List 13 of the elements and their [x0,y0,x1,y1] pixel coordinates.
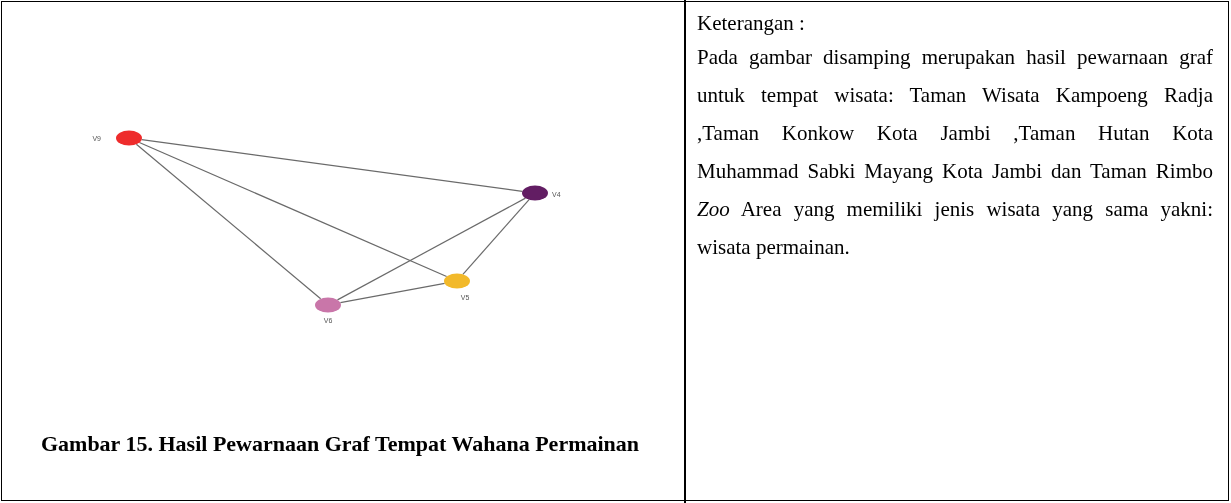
heading: Keterangan : [697,10,805,37]
graph-edge [336,197,527,301]
vertex [315,297,341,313]
description-text: Pada gambar disamping merupakan hasil pewarnaan graf untuk tempat wisata: Taman Wisata Kampoeng Radja ,Taman Konkow Kota Jambi ,Taman Hutan Kota Muhammad Sabki Mayang Kota Jambi dan Taman Rimbo Zoo Area yang memiliki jenis wisata yang sama yakni: wisata permainan. [697,44,1213,261]
vertex [444,273,470,289]
graph-edge [138,141,448,278]
vertex [522,185,548,201]
graph-edge [135,143,322,300]
figure-caption: Gambar 15. Hasil Pewarnaan Graf Tempat Wahana Permainan [39,430,641,458]
graph-edge [339,282,446,304]
graph-edge [141,139,523,192]
graph-edge [462,199,530,275]
vertex [116,130,142,146]
